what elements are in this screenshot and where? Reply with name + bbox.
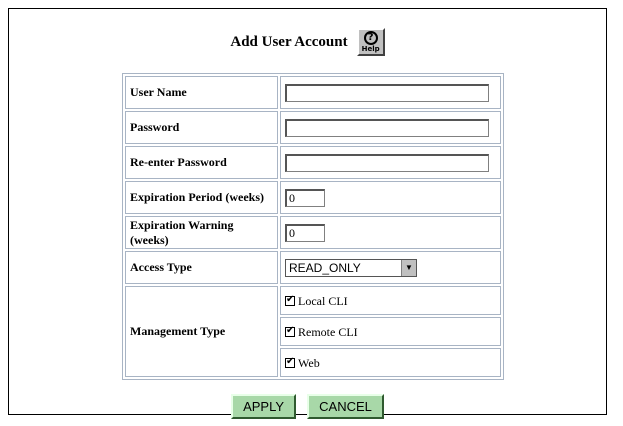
remote-cli-checkbox[interactable]: [285, 325, 295, 337]
header: Add User Account ? Help: [9, 28, 606, 56]
local-cli-checkbox[interactable]: [285, 294, 295, 306]
expiration-warning-input[interactable]: [285, 223, 325, 242]
user-name-label: User Name: [125, 76, 278, 109]
row-expiration-warning: Expiration Warning (weeks): [125, 216, 501, 249]
access-type-select[interactable]: READ_ONLY ▼: [285, 258, 417, 277]
row-expiration-period: Expiration Period (weeks): [125, 181, 501, 214]
page-title: Add User Account: [230, 33, 348, 50]
help-icon: ?: [363, 31, 378, 45]
reenter-password-label: Re-enter Password: [125, 146, 278, 179]
reenter-password-input[interactable]: [285, 153, 489, 172]
row-password: Password: [125, 111, 501, 144]
remote-cli-label: Remote CLI: [298, 324, 358, 339]
web-label: Web: [298, 355, 320, 370]
row-access-type: Access Type READ_ONLY ▼: [125, 251, 501, 284]
local-cli-label: Local CLI: [298, 293, 348, 308]
button-bar: APPLY CANCEL: [9, 394, 606, 419]
user-name-input[interactable]: [285, 83, 489, 102]
help-label: Help: [361, 45, 380, 53]
web-checkbox[interactable]: [285, 356, 295, 368]
row-user-name: User Name: [125, 76, 501, 109]
apply-button[interactable]: APPLY: [231, 394, 297, 419]
cancel-button[interactable]: CANCEL: [307, 394, 384, 419]
password-label: Password: [125, 111, 278, 144]
expiration-period-label: Expiration Period (weeks): [125, 181, 278, 214]
expiration-warning-label: Expiration Warning (weeks): [125, 216, 278, 249]
user-account-form: User Name Password Re-enter Password Exp…: [122, 73, 504, 380]
management-type-label: Management Type: [125, 286, 278, 377]
help-button[interactable]: ? Help: [356, 28, 385, 56]
row-management-web: Web: [125, 348, 501, 377]
access-type-label: Access Type: [125, 251, 278, 284]
access-type-value: READ_ONLY: [289, 260, 361, 275]
row-reenter-password: Re-enter Password: [125, 146, 501, 179]
dropdown-arrow-icon[interactable]: ▼: [401, 259, 416, 276]
row-management-remote-cli: Remote CLI: [125, 317, 501, 346]
expiration-period-input[interactable]: [285, 188, 325, 207]
password-input[interactable]: [285, 118, 489, 137]
row-management-local-cli: Management Type Local CLI: [125, 286, 501, 377]
content-frame: Add User Account ? Help User Name Passwo…: [8, 8, 607, 419]
